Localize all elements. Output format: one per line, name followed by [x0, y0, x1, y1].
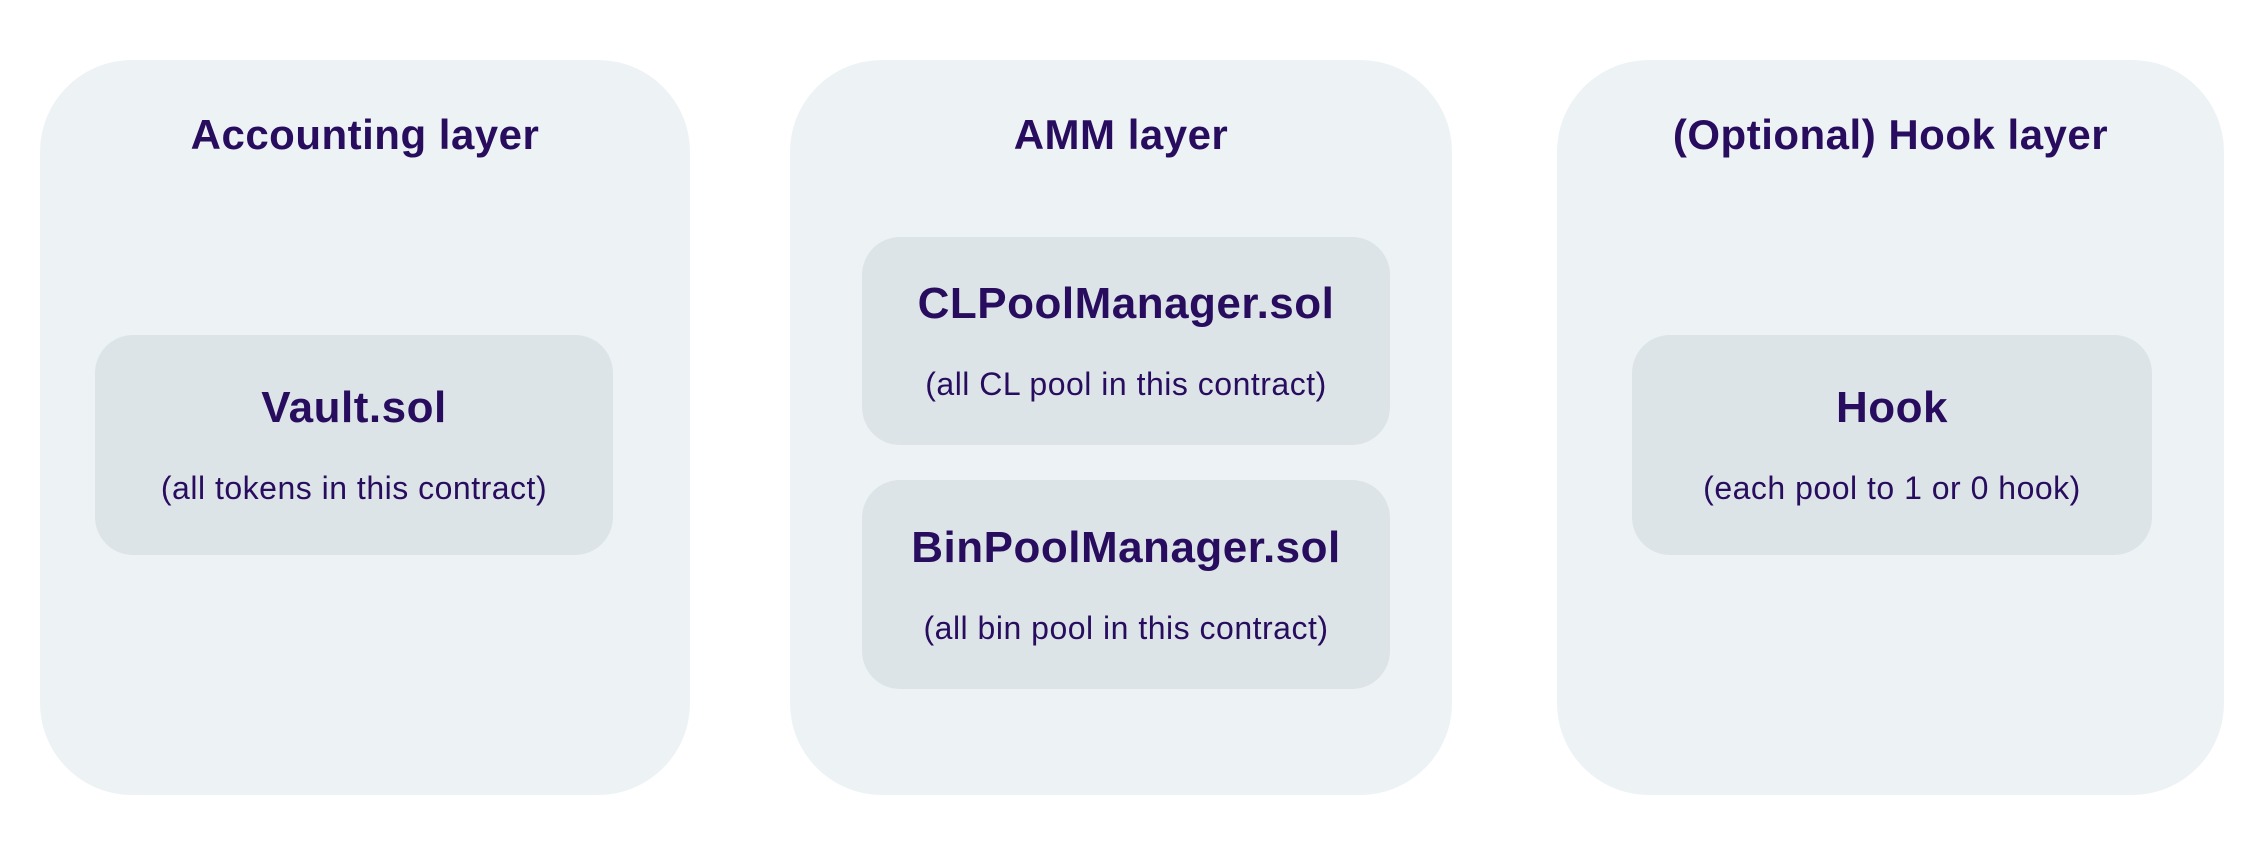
- panel-title-accounting-layer: Accounting layer: [190, 111, 540, 158]
- panel-title-hook-layer: (Optional) Hook layer: [1672, 111, 2109, 158]
- panel-hook-layer: (Optional) Hook layer Hook (each pool to…: [1557, 60, 2224, 795]
- node-description-vault-sol: (all tokens in this contract): [160, 470, 548, 506]
- node-name-hook: Hook: [1836, 383, 1948, 432]
- node-vault-sol: Vault.sol (all tokens in this contract): [95, 335, 613, 555]
- node-description-bin-pool-manager: (all bin pool in this contract): [923, 609, 1329, 646]
- node-name-cl-pool-manager: CLPoolManager.sol: [917, 279, 1335, 328]
- node-hook: Hook (each pool to 1 or 0 hook): [1632, 335, 2152, 555]
- node-cl-pool-manager: CLPoolManager.sol (all CL pool in this c…: [862, 237, 1390, 445]
- node-description-cl-pool-manager: (all CL pool in this contract): [925, 366, 1327, 402]
- panel-title-amm-layer: AMM layer: [1013, 111, 1229, 158]
- node-bin-pool-manager: BinPoolManager.sol (all bin pool in this…: [862, 480, 1390, 689]
- panel-accounting-layer: Accounting layer Vault.sol (all tokens i…: [40, 60, 690, 795]
- panel-amm-layer: AMM layer CLPoolManager.sol (all CL pool…: [790, 60, 1452, 795]
- node-name-vault-sol: Vault.sol: [261, 383, 447, 432]
- node-description-hook: (each pool to 1 or 0 hook): [1703, 470, 2081, 506]
- node-name-bin-pool-manager: BinPoolManager.sol: [911, 522, 1341, 572]
